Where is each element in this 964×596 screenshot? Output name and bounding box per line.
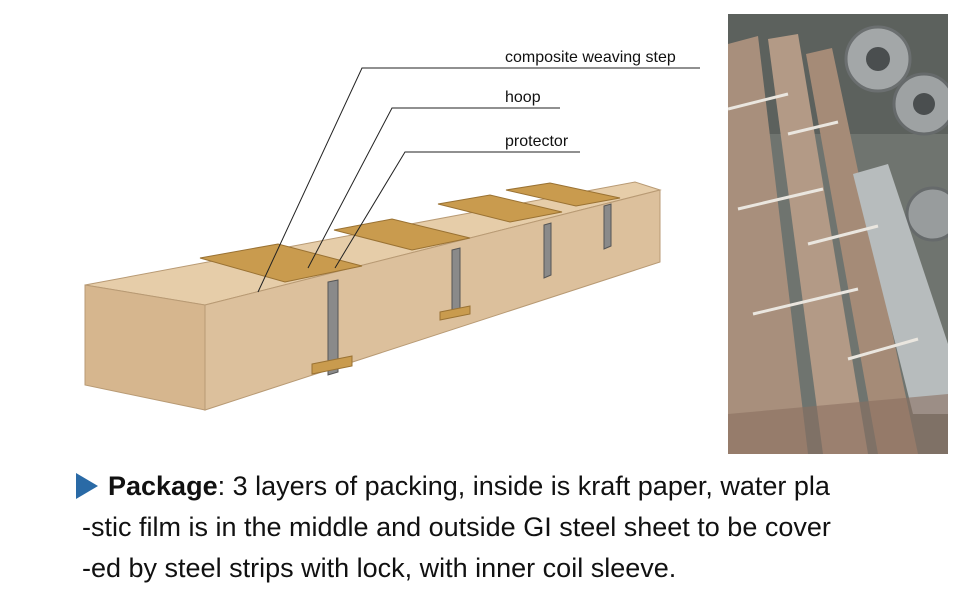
hoop-band	[603, 203, 612, 250]
package-description: Package: 3 layers of packing, inside is …	[76, 466, 956, 589]
callout-label-protector: protector	[505, 133, 569, 150]
wrapped-bundle	[806, 48, 918, 454]
hoop-band	[543, 222, 552, 279]
steel-coil	[866, 47, 890, 71]
packing-photo-illustration	[728, 14, 948, 454]
steel-coil	[913, 93, 935, 115]
wrapped-bundle	[728, 36, 808, 454]
protector-strip	[437, 194, 563, 223]
bottom-protector	[439, 305, 471, 321]
caption-line-1: Package: 3 layers of packing, inside is …	[76, 466, 956, 507]
packing-diagram: composite weaving step hoop protector	[84, 49, 700, 411]
arrow-bullet-icon	[76, 473, 98, 499]
protector-strip	[199, 243, 363, 283]
callout-line-composite	[257, 67, 700, 293]
callout-label-composite: composite weaving step	[505, 49, 676, 66]
caption-text-1: 3 layers of packing, inside is kraft pap…	[225, 471, 830, 501]
steel-coil	[905, 186, 948, 242]
callout-line-protector	[334, 151, 580, 269]
callout-line-hoop	[307, 107, 560, 269]
caption-separator: :	[217, 471, 226, 501]
bottom-protector	[311, 355, 353, 375]
protector-strip	[505, 182, 621, 207]
hoops	[311, 203, 612, 376]
protector-strip	[333, 218, 471, 251]
callout-label-hoop: hoop	[505, 89, 541, 106]
caption-title: Package	[108, 471, 218, 501]
wrapped-bundle	[768, 34, 868, 454]
packing-photo	[728, 14, 948, 454]
callout-lines	[257, 67, 700, 293]
white-straps	[728, 92, 919, 361]
protector-strips	[199, 182, 621, 283]
floor	[728, 394, 948, 454]
caption-line-2: -stic film is in the middle and outside …	[82, 512, 831, 542]
caption-line-3: -ed by steel strips with lock, with inne…	[82, 553, 677, 583]
box-front-face	[84, 284, 206, 411]
hoop-band	[327, 279, 339, 376]
hoop-band	[451, 247, 461, 317]
